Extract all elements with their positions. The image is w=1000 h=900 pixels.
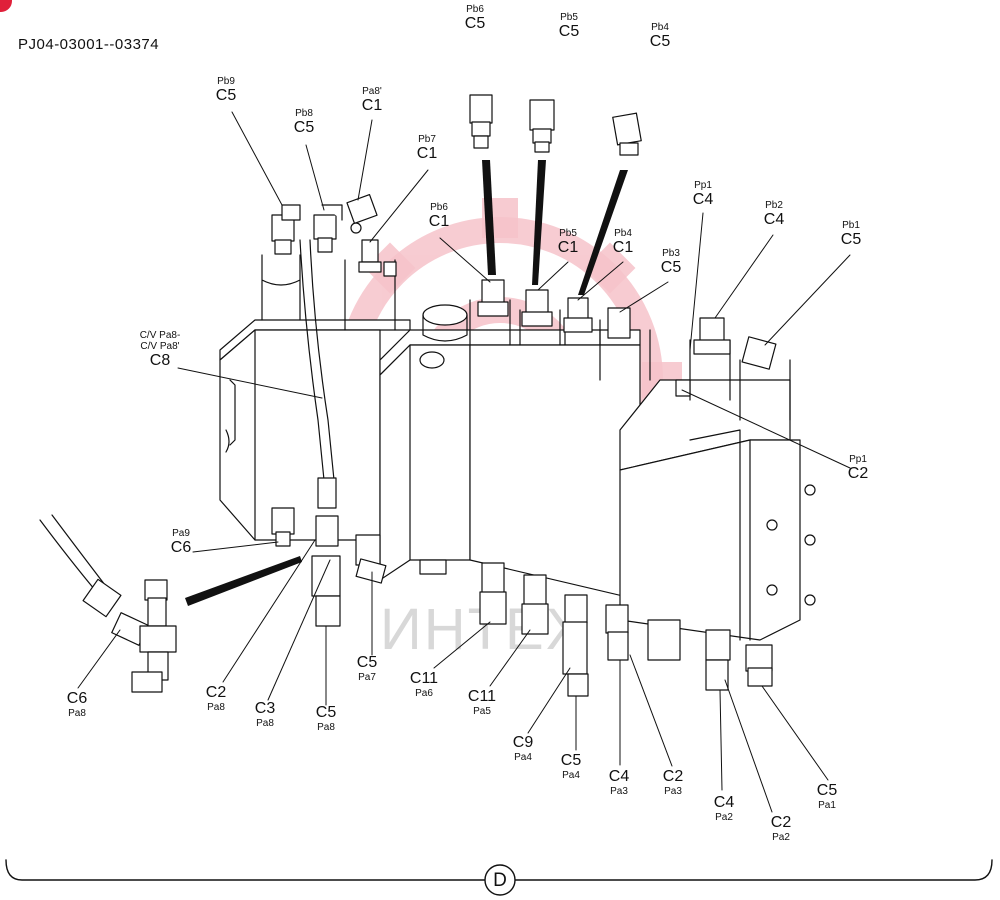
- callout-check-valve-hose: C/V Pa8-C/V Pa8'C8: [139, 330, 181, 369]
- callout-pa8-prime: Pa8'C1: [361, 86, 383, 114]
- section-label: D: [493, 870, 507, 891]
- section-bracket: [5, 859, 993, 896]
- tee-fitting-assembly: [39, 514, 177, 693]
- document-id: PJ04-03001--03374: [18, 36, 160, 53]
- valve-body: [219, 254, 816, 641]
- pilot-hose: [299, 239, 337, 509]
- bottom-fittings: [271, 507, 773, 697]
- top-fittings: [271, 94, 777, 397]
- leader-lines: [77, 111, 851, 813]
- exploded-leaders: [185, 160, 628, 606]
